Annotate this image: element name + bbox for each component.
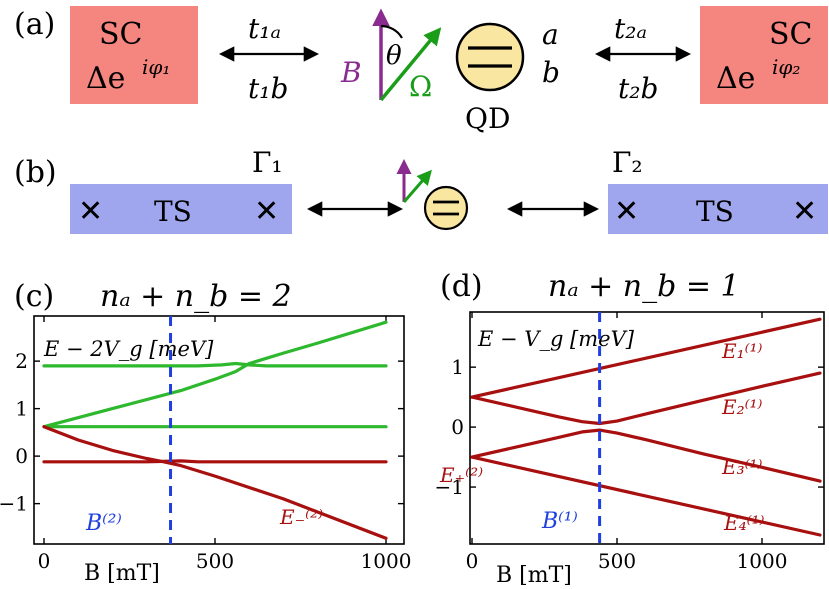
- chart-d-series-line-0: [470, 317, 822, 399]
- quantum-dot-small: [423, 185, 469, 231]
- chart-c-marker-label: B⁽²⁾: [85, 511, 122, 536]
- chart-d-label-e1: E₁⁽¹⁾: [721, 339, 763, 363]
- quantum-dot: [455, 22, 525, 92]
- sc-right-box: [700, 6, 828, 104]
- panel-a-label: (a): [14, 7, 55, 42]
- chart-c-ticks: −1 0 1 2 0 500 1000: [0, 316, 411, 573]
- chart-d-xtick-label: 500: [598, 549, 636, 573]
- hop-left-bottom: t₁b: [248, 72, 288, 105]
- hop-right-top: t₂ₐ: [614, 12, 647, 45]
- chart-d-series-line-1: [470, 371, 822, 426]
- field-label: B: [340, 56, 362, 89]
- chart-c-ytick-label: −1: [0, 492, 28, 516]
- hop-left-top: t₁ₐ: [248, 12, 281, 45]
- gamma-left: Γ₁: [252, 146, 283, 179]
- chart-d-ylabel: E − V_g [meV]: [477, 327, 635, 351]
- chart-c-xtick-label: 0: [38, 549, 51, 573]
- chart-d-marker-label: B⁽¹⁾: [541, 509, 578, 534]
- chart-c-series-line-4: [42, 425, 388, 540]
- chart-d-ytick-label: 0: [451, 415, 464, 439]
- sc-left-phase: iφ₁: [142, 55, 170, 79]
- angle-label: θ: [386, 41, 402, 71]
- chart-c-ytick-label: 0: [15, 444, 28, 468]
- omega-arrow-small: [402, 169, 432, 203]
- ts-right-cross-1: ✕: [614, 194, 639, 229]
- ts-right-cross-2: ✕: [792, 194, 817, 229]
- chart-c-xtick-label: 1000: [361, 549, 412, 573]
- chart-c-ytick-label: 1: [15, 397, 28, 421]
- sc-left-title: SC: [99, 17, 143, 52]
- chart-c-ylabel: E − 2V_g [meV]: [43, 337, 214, 361]
- chart-d-xtick-label: 0: [466, 549, 479, 573]
- panel-d-label: (d): [440, 269, 483, 304]
- qd-label: QD: [465, 102, 510, 135]
- panel-c: (c) nₐ + n_b = 2 E − 2V_g [meV] −1 0 1 2 0 50…: [0, 279, 483, 586]
- chart-c-series-line-3: [42, 459, 388, 464]
- chart-d-series: [470, 317, 822, 537]
- omega-label: Ω: [409, 70, 432, 103]
- level-a-label: a: [542, 18, 559, 51]
- chart-d-series-line-3: [470, 455, 822, 537]
- panel-d-title: nₐ + n_b = 1: [548, 269, 740, 304]
- sc-left-box: [70, 6, 198, 104]
- hop-right-bottom: t₂b: [618, 72, 658, 105]
- chart-d-ytick-label: −1: [435, 475, 464, 499]
- chart-d-xlabel: B [mT]: [496, 563, 572, 588]
- panel-a: (a) SC Δe iφ₁ t₁ₐ t₁b B θ Ω a b QD t₂ₐ t…: [14, 6, 828, 135]
- angle-arc: [380, 24, 403, 39]
- ts-left-cross-2: ✕: [254, 194, 279, 229]
- chart-c-frame: [33, 315, 405, 545]
- panel-c-title: nₐ + n_b = 2: [100, 279, 292, 314]
- panel-b-label: (b): [14, 155, 57, 190]
- chart-d-label-e2: E₂⁽¹⁾: [721, 395, 763, 419]
- chart-c-series-line-2: [42, 361, 388, 368]
- chart-d-xtick-label: 1000: [737, 549, 788, 573]
- chart-d-series-line-2: [470, 428, 822, 483]
- panel-d: (d) nₐ + n_b = 1 E − V_g [meV] −1 0 1 0 500 1…: [435, 269, 825, 588]
- chart-d-frame: [469, 311, 825, 545]
- ts-left-label: TS: [154, 195, 192, 228]
- chart-c-xtick-label: 500: [196, 549, 234, 573]
- chart-c-series-line-1: [42, 320, 388, 429]
- chart-c-series: [42, 320, 388, 540]
- chart-c-xlabel: B [mT]: [84, 561, 160, 586]
- omega-arrow: [379, 27, 442, 102]
- chart-c-label-eplus: E₊⁽²⁾: [439, 463, 483, 487]
- chart-d-label-e4: E₄⁽¹⁾: [723, 511, 765, 535]
- sc-right-title: SC: [769, 17, 813, 52]
- chart-d-label-e3: E₃⁽¹⁾: [721, 455, 763, 479]
- sc-right-gap: Δe: [716, 61, 755, 96]
- gamma-right: Γ₂: [612, 146, 643, 179]
- sc-left-gap: Δe: [86, 61, 125, 96]
- chart-d-ytick-label: 1: [451, 355, 464, 379]
- ts-left-cross-1: ✕: [78, 194, 103, 229]
- chart-c-label-eminus: E₋⁽²⁾: [279, 505, 323, 529]
- ts-left-box: [70, 184, 292, 234]
- sc-right-phase: iφ₂: [772, 55, 800, 79]
- chart-c-ytick-label: 2: [15, 349, 28, 373]
- ts-right-label: TS: [696, 195, 734, 228]
- panel-c-label: (c): [14, 279, 54, 314]
- level-b-label: b: [542, 56, 560, 89]
- panel-b: (b) ✕ TS ✕ Γ₁ ✕ TS ✕ Γ₂: [14, 146, 828, 234]
- chart-d-ticks: −1 0 1 0 500 1000: [435, 312, 824, 573]
- ts-right-box: [608, 184, 828, 234]
